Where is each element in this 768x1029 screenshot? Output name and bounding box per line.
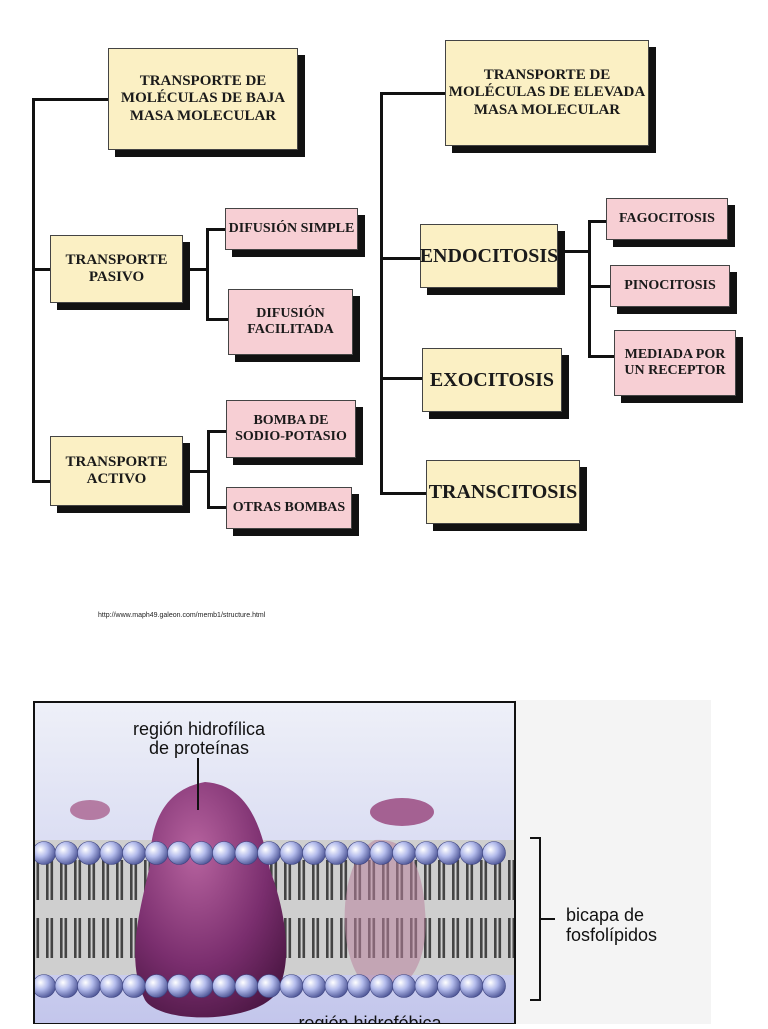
hydrophobic-region-label: región hidrofóbica — [298, 1014, 442, 1024]
exocytosis-box: EXOCITOSIS — [422, 348, 562, 412]
phospholipid-head — [234, 974, 259, 998]
endocytosis-box: ENDOCITOSIS — [420, 224, 558, 288]
phospholipid-head — [34, 974, 56, 998]
simple-diffusion-box: DIFUSIÓN SIMPLE — [225, 208, 358, 250]
phospholipid-head — [34, 841, 56, 865]
phospholipid-head — [369, 974, 394, 998]
peripheral-protein-left — [70, 800, 110, 820]
phospholipid-head — [414, 841, 439, 865]
phospholipid-head — [347, 841, 371, 865]
connector-other — [207, 506, 227, 509]
phospholipid-head — [189, 974, 214, 998]
sodium-potassium-pump-box: BOMBA DE SODIO-POTASIO — [226, 400, 356, 458]
phospholipid-heads-top — [34, 841, 506, 865]
bilayer-label: bicapa de fosfolípidos — [566, 905, 658, 945]
source-url: http://www.maph49.galeon.com/memb1/struc… — [98, 612, 266, 619]
connector-transcytosis — [380, 492, 426, 495]
transcytosis-box: TRANSCITOSIS — [426, 460, 580, 524]
phospholipid-head — [212, 974, 236, 998]
phospholipid-head — [437, 841, 461, 865]
phospholipid-head — [302, 974, 326, 998]
connector-active — [32, 480, 50, 483]
background-protein — [344, 839, 426, 992]
phospholipid-head — [167, 841, 191, 865]
phospholipid-head — [347, 974, 371, 998]
phospholipid-head — [144, 841, 169, 865]
connector-left-trunk — [32, 98, 35, 483]
connector-pino — [588, 285, 610, 288]
other-pumps-box: OTRAS BOMBAS — [226, 487, 352, 529]
phospholipid-head — [122, 974, 146, 998]
phospholipid-head — [392, 841, 416, 865]
connector-simple — [206, 228, 226, 231]
connector-exocytosis — [380, 377, 422, 380]
phospholipid-head — [77, 841, 101, 865]
phospholipid-head — [257, 841, 281, 865]
phospholipid-head — [54, 841, 79, 865]
phospholipid-head — [167, 974, 191, 998]
connector-active-branch — [207, 430, 210, 508]
active-transport-box: TRANSPORTE ACTIVO — [50, 436, 183, 506]
receptor-mediated-box: MEDIADA POR UN RECEPTOR — [614, 330, 736, 396]
phospholipid-head — [482, 974, 506, 998]
passive-transport-box: TRANSPORTE PASIVO — [50, 235, 183, 303]
pinocytosis-box: PINOCITOSIS — [610, 265, 730, 307]
membrane-illustration: región hidrofílica de proteínas bicapa d… — [0, 690, 768, 1025]
hydrophilic-region-label: región hidrofílica de proteínas — [132, 719, 266, 758]
phospholipid-head — [279, 974, 304, 998]
connector-active-out — [185, 470, 209, 473]
phospholipid-head — [324, 974, 349, 998]
phospholipid-head — [324, 841, 349, 865]
side-panel — [515, 700, 711, 1024]
phospholipid-head — [54, 974, 79, 998]
facilitated-diffusion-box: DIFUSIÓN FACILITADA — [228, 289, 353, 355]
connector-endocytosis — [380, 257, 420, 260]
membrane-svg — [0, 690, 768, 1025]
integral-protein — [135, 782, 287, 1018]
phospholipid-head — [212, 841, 236, 865]
phospholipid-head — [144, 974, 169, 998]
connector-passive-out — [185, 268, 207, 271]
phospholipid-head — [77, 974, 101, 998]
connector-endo-out — [558, 250, 590, 253]
phospholipid-head — [279, 841, 304, 865]
phospholipid-head — [257, 974, 281, 998]
high-mass-transport-box: TRANSPORTE DE MOLÉCULAS DE ELEVADA MASA … — [445, 40, 649, 146]
peripheral-protein-right — [370, 798, 434, 826]
phospholipid-head — [122, 841, 146, 865]
connector-passive-branch — [206, 228, 209, 320]
connector-receptor — [588, 355, 614, 358]
connector-passive — [32, 268, 50, 271]
connector-sodium — [207, 430, 227, 433]
phospholipid-head — [302, 841, 326, 865]
phospholipid-head — [482, 841, 506, 865]
phospholipid-head — [437, 974, 461, 998]
connector-right-trunk — [380, 92, 383, 494]
connector-endo-branch — [588, 220, 591, 357]
phospholipid-heads-bottom — [34, 974, 506, 998]
phagocytosis-box: FAGOCITOSIS — [606, 198, 728, 240]
connector-low-title — [32, 98, 110, 101]
phospholipid-head — [369, 841, 394, 865]
phospholipid-head — [99, 974, 124, 998]
phospholipid-head — [234, 841, 259, 865]
connector-high-title — [380, 92, 446, 95]
connector-phago — [588, 220, 606, 223]
phospholipid-head — [414, 974, 439, 998]
phospholipid-head — [459, 841, 484, 865]
phospholipid-head — [99, 841, 124, 865]
low-mass-transport-box: TRANSPORTE DE MOLÉCULAS DE BAJA MASA MOL… — [108, 48, 298, 150]
phospholipid-head — [459, 974, 484, 998]
connector-facilitated — [206, 318, 228, 321]
phospholipid-head — [189, 841, 214, 865]
phospholipid-head — [392, 974, 416, 998]
